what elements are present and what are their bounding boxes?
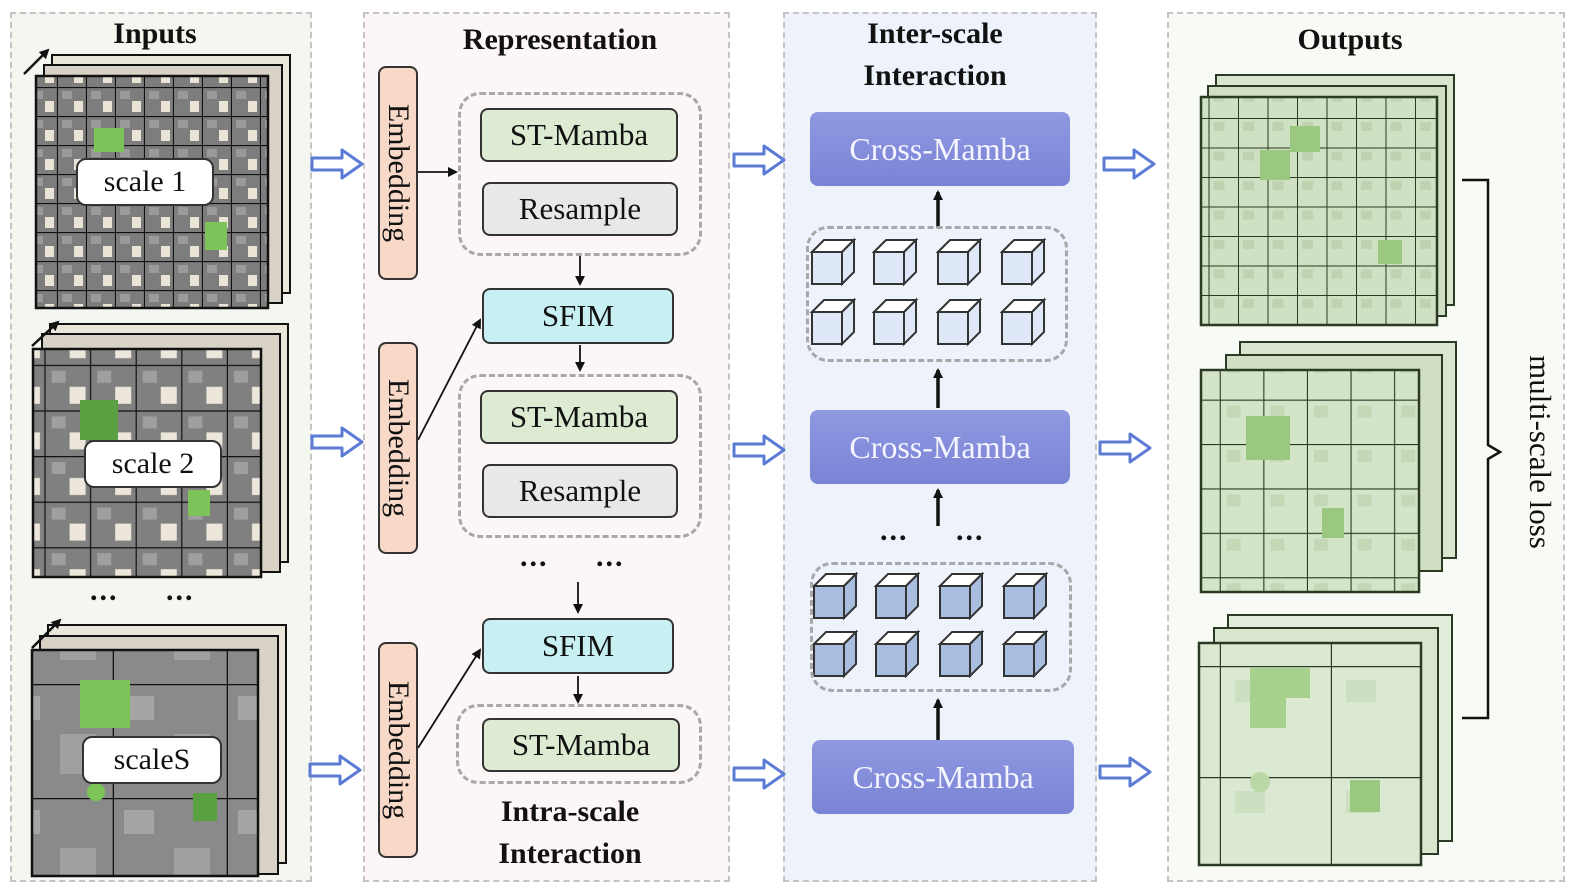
flow-arrow-rep3 (732, 758, 786, 790)
flow-arrow-rep2 (732, 434, 786, 466)
intra-scale-title-line2: Interaction (498, 837, 642, 870)
output-stack-2 (1199, 341, 1457, 594)
cross-mamba-3: Cross-Mamba (812, 740, 1074, 814)
embedding-3-label: Embedding (382, 680, 415, 820)
loss-brace (1462, 178, 1503, 720)
intra-group-3 (456, 704, 702, 784)
st-mamba-1: ST-Mamba (480, 108, 678, 162)
sfim-2: SFIM (482, 618, 674, 674)
scale-s-label: scaleS (82, 736, 222, 784)
sfim-1: SFIM (482, 288, 674, 344)
scale-2-label: scale 2 (84, 440, 222, 488)
resample-1: Resample (482, 182, 678, 236)
flow-arrow-out3 (1098, 756, 1152, 788)
inter-scale-ellipsis: ... ... (880, 514, 985, 547)
outputs-title: Outputs (1297, 23, 1403, 56)
embedding-2-label: Embedding (382, 378, 415, 518)
flow-arrow-input1 (310, 148, 364, 180)
cube-group-upper (806, 226, 1068, 362)
intra-scale-title-line1: Intra-scale (500, 795, 640, 828)
flow-arrow-out2 (1098, 432, 1152, 464)
representation-title: Representation (462, 23, 658, 56)
intra-group-1 (458, 92, 702, 256)
flow-arrow-rep1 (732, 144, 786, 176)
representation-ellipsis: ... ... (520, 540, 625, 573)
st-mamba-2: ST-Mamba (480, 390, 678, 444)
output-stack-1 (1199, 74, 1455, 327)
st-mamba-3: ST-Mamba (482, 718, 680, 772)
embedding-1: Embedding (378, 66, 418, 280)
inter-scale-title-line2: Interaction (863, 59, 1007, 92)
embedding-2: Embedding (378, 342, 418, 554)
inputs-ellipsis: ... ... (90, 574, 195, 607)
embedding-1-label: Embedding (382, 103, 415, 243)
resample-2: Resample (482, 464, 678, 518)
scale-1-label: scale 1 (76, 158, 214, 206)
inputs-title: Inputs (113, 17, 197, 50)
cross-mamba-2: Cross-Mamba (810, 410, 1070, 484)
inter-scale-title-line1: Inter-scale (867, 17, 1003, 50)
intra-group-2 (458, 374, 702, 538)
output-stack-3 (1197, 614, 1453, 867)
embedding-3: Embedding (378, 642, 418, 858)
cube-group-lower (810, 562, 1072, 692)
flow-arrow-input3 (308, 754, 362, 786)
flow-arrow-out1 (1102, 148, 1156, 180)
flow-arrow-input2 (310, 426, 364, 458)
cross-mamba-1: Cross-Mamba (810, 112, 1070, 186)
multi-scale-loss-label: multi-scale loss (1523, 355, 1558, 549)
